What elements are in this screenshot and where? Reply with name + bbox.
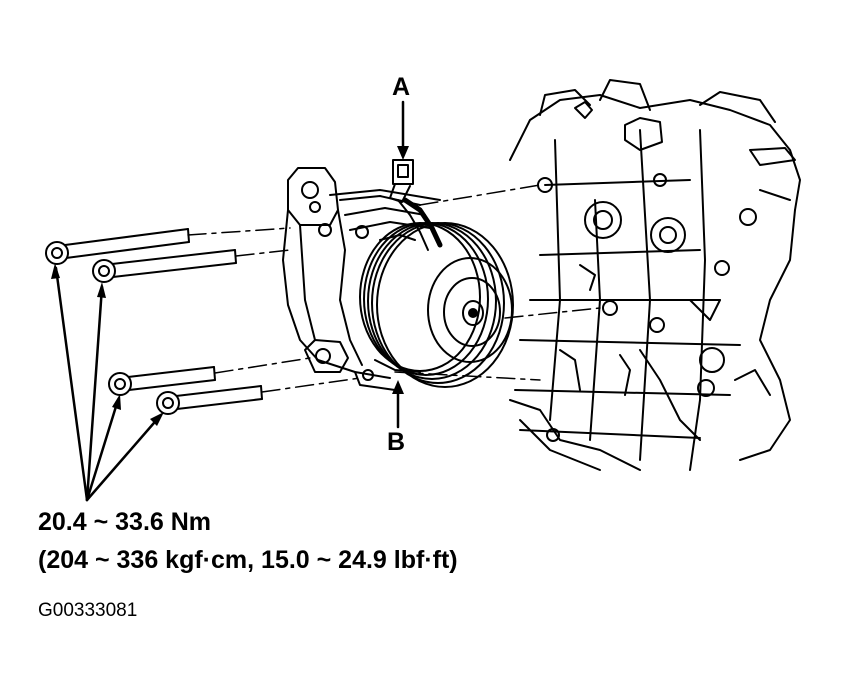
figure-id: G00333081 [38, 600, 138, 621]
callout-label-b: B [387, 428, 406, 456]
mounting-bolts [45, 228, 263, 415]
bolt-head-4 [156, 391, 180, 415]
ac-compressor [282, 167, 441, 391]
bolt-head-3 [108, 372, 132, 396]
torque-spec-nm: 20.4 ~ 33.6 Nm [38, 508, 212, 536]
callout-arrows [54, 100, 405, 502]
alignment-lines [187, 184, 601, 393]
arrow-heads [51, 146, 409, 426]
callout-label-a: A [392, 73, 411, 101]
engine-block [509, 79, 801, 471]
torque-spec-alt-units: (204 ~ 336 kgf·cm, 15.0 ~ 24.9 lbf·ft) [38, 546, 458, 574]
compressor-pulley [359, 222, 514, 388]
bolt-head-1 [45, 241, 69, 265]
bolt-head-2 [92, 259, 116, 283]
